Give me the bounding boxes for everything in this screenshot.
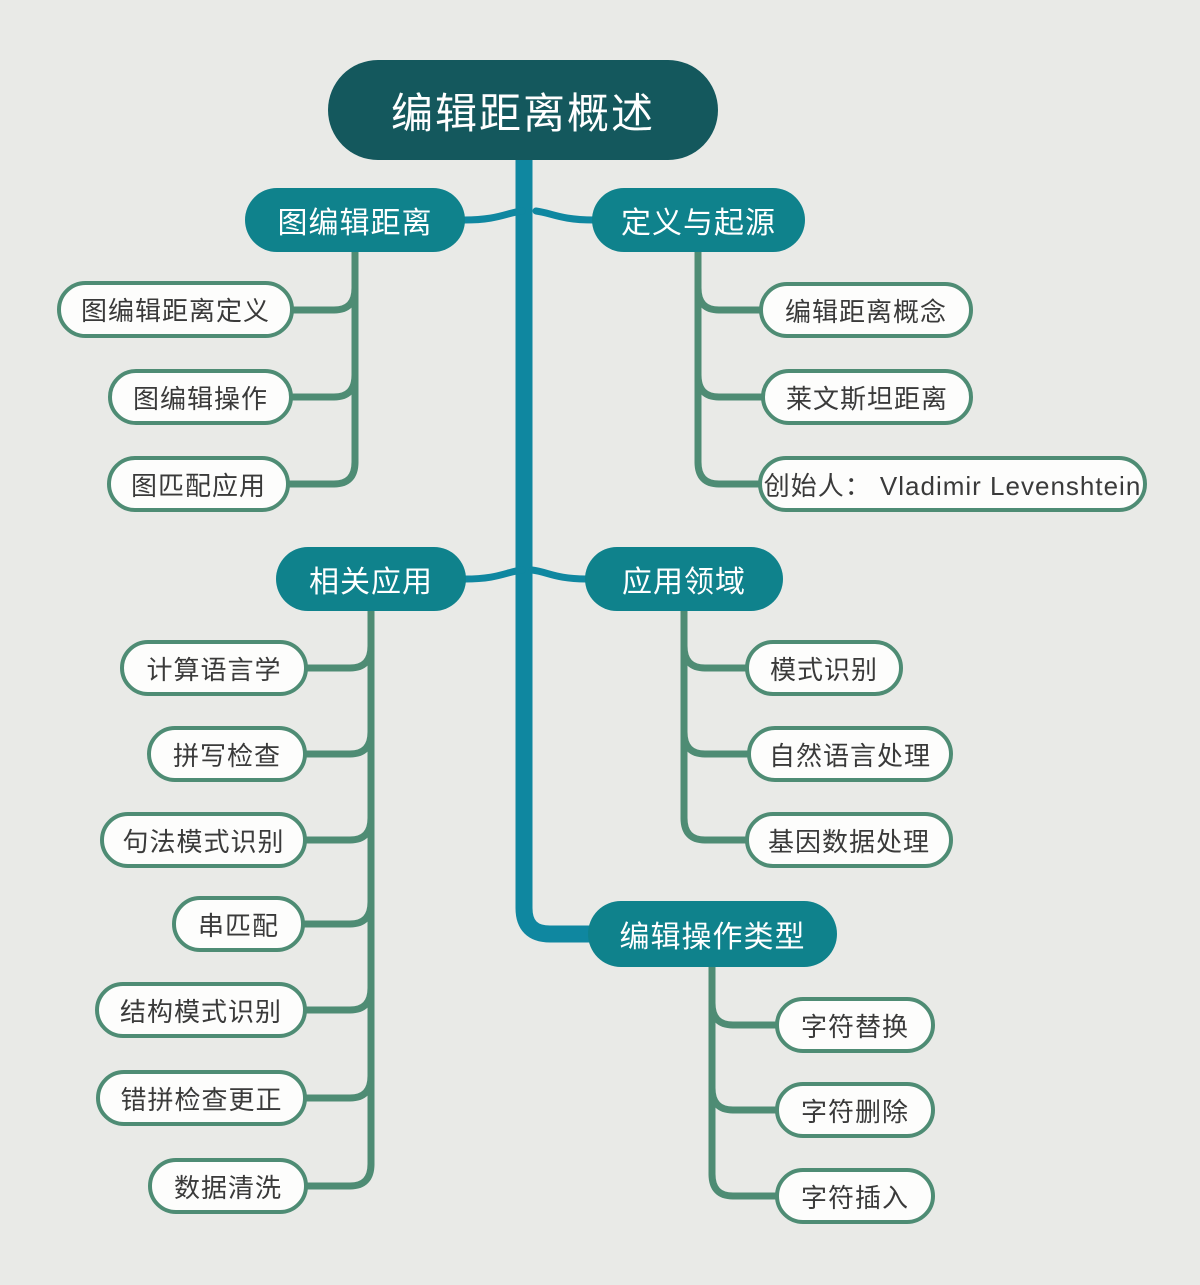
leaf-string-matching[interactable]: 串匹配 <box>172 896 305 952</box>
branch-related-applications[interactable]: 相关应用 <box>276 547 466 611</box>
connector-stub-related-applications <box>461 566 526 583</box>
leaf-misspelling-correction[interactable]: 错拼检查更正 <box>96 1070 307 1126</box>
branch-definition-and-origin[interactable]: 定义与起源 <box>592 188 805 252</box>
leaf-character-insertion[interactable]: 字符插入 <box>775 1168 935 1224</box>
connector-group-application-fields <box>680 605 754 844</box>
connector-group-edit-operation-types <box>708 961 782 1200</box>
leaf-graph-edit-operations[interactable]: 图编辑操作 <box>108 369 293 425</box>
leaf-natural-language-processing[interactable]: 自然语言处理 <box>747 726 953 782</box>
leaf-structural-pattern-recognition[interactable]: 结构模式识别 <box>95 982 307 1038</box>
branch-application-fields[interactable]: 应用领域 <box>585 547 783 611</box>
connector-group-graph-edit-distance <box>284 246 359 488</box>
leaf-founder-vladimir-levenshtein[interactable]: 创始人： Vladimir Levenshtein <box>758 456 1147 512</box>
root-node-edit-distance-overview[interactable]: 编辑距离概述 <box>328 60 718 160</box>
leaf-genomic-data-processing[interactable]: 基因数据处理 <box>745 812 953 868</box>
leaf-spell-checking[interactable]: 拼写检查 <box>147 726 307 782</box>
connector-group-definition-and-origin <box>694 246 767 488</box>
branch-graph-edit-distance[interactable]: 图编辑距离 <box>245 188 465 252</box>
leaf-syntactic-pattern-recognition[interactable]: 句法模式识别 <box>100 812 307 868</box>
connector-stub-graph-edit-distance <box>460 207 526 224</box>
leaf-character-substitution[interactable]: 字符替换 <box>775 997 935 1053</box>
leaf-edit-distance-concept[interactable]: 编辑距离概念 <box>759 282 973 338</box>
leaf-computational-linguistics[interactable]: 计算语言学 <box>120 640 308 696</box>
leaf-graph-edit-distance-definition[interactable]: 图编辑距离定义 <box>57 281 294 338</box>
connector-trunk <box>515 156 590 943</box>
connector-stub-application-fields <box>528 566 590 583</box>
leaf-levenshtein-distance[interactable]: 莱文斯坦距离 <box>761 369 973 425</box>
leaf-character-deletion[interactable]: 字符删除 <box>775 1082 935 1138</box>
branch-edit-operation-types[interactable]: 编辑操作类型 <box>588 901 837 967</box>
connector-stub-definition-and-origin <box>532 207 598 224</box>
connector-group-related-applications <box>299 605 375 1190</box>
leaf-graph-matching-applications[interactable]: 图匹配应用 <box>107 456 290 512</box>
leaf-data-cleaning[interactable]: 数据清洗 <box>148 1158 308 1214</box>
leaf-pattern-recognition[interactable]: 模式识别 <box>745 640 903 696</box>
